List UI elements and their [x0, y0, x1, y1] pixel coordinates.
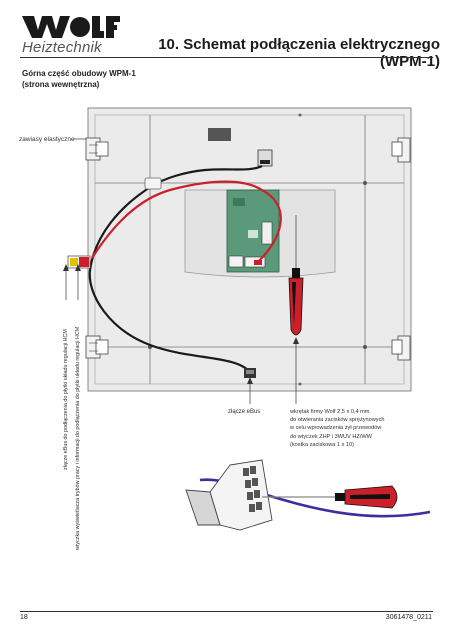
screwdriver-label: wkrętak firmy Wolf 2,5 x 0,4 mm do otwie…: [290, 408, 385, 449]
screw: [363, 345, 367, 349]
hinge-top-right: [391, 137, 411, 163]
logo-subtitle: Heiztechnik: [22, 39, 102, 56]
hinges-label: zawiasy elastyczne: [19, 136, 75, 143]
screwdriver-line: wkrętak firmy Wolf 2,5 x 0,4 mm: [290, 409, 370, 415]
screwdriver-line: (kostka zaciskowa 1 x 10): [290, 441, 355, 448]
screwdriver-line: w celu wprowadzenia żył przewodów: [290, 425, 382, 432]
footer-divider: [20, 611, 433, 612]
subtitle-line-1: Górna część obudowy WPM-1: [22, 69, 136, 78]
screw: [298, 382, 302, 386]
cable-clip: [144, 177, 162, 190]
display-window: [208, 128, 231, 141]
hinge-bottom-right: [391, 335, 411, 361]
vertical-ebus-label: złącze eBus do podłączenia do płytki ukł…: [63, 329, 69, 470]
screw: [363, 181, 367, 185]
page-number: 18: [20, 614, 28, 621]
ebus-connector-label: złącze eBus: [228, 409, 261, 415]
hinge-top-left: [85, 137, 109, 161]
terminal-block-detail: [185, 459, 431, 531]
ebus-plug: [244, 368, 256, 378]
vertical-display-label: wtyczka wyświetlacza trybów pracy i info…: [75, 326, 81, 550]
red-cable: [91, 180, 282, 263]
black-cable: [88, 164, 263, 373]
screw: [298, 113, 302, 117]
hinge-bottom-left: [85, 335, 109, 359]
circuit-board: [226, 189, 280, 273]
display-plug: [67, 255, 91, 269]
subtitle-line-2: (strona wewnętrzna): [22, 80, 100, 89]
screwdriver-line: do wtyczek ZHP i 3WUV HZ/WW: [290, 433, 372, 440]
screwdriver-main: [288, 215, 304, 336]
screwdriver-line: do otwierania zacisków sprężynowych: [290, 417, 385, 424]
section-subtitle: Górna część obudowy WPM-1 (strona wewnęt…: [22, 68, 136, 90]
header-divider: [20, 57, 433, 58]
document-code: 3061478_0211: [385, 614, 432, 621]
